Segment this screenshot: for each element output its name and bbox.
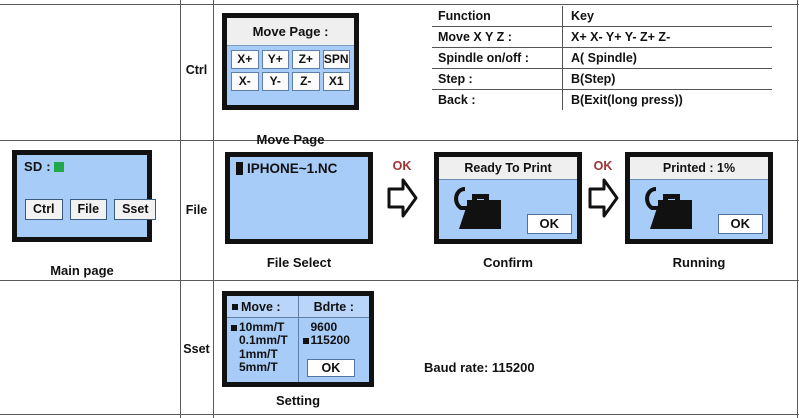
printer-icon [451, 183, 509, 235]
confirm-caption: Confirm [483, 255, 533, 270]
sd-label: SD : [24, 159, 51, 174]
move-key-z-minus[interactable]: Z- [292, 72, 320, 92]
right-arrow-icon [588, 178, 619, 217]
right-arrow-icon [387, 178, 418, 217]
setting-move-option-label: 10mm/T [239, 320, 285, 334]
setting-baud-option-label: 115200 [310, 333, 350, 348]
transition-arrow-1: OK [382, 160, 422, 225]
transition-arrow-2: OK [583, 160, 623, 225]
selection-bullet-icon [302, 338, 309, 345]
table-header-key: Key [562, 6, 772, 27]
key-spindle: A( Spindle) [562, 47, 772, 69]
key-move-xyz: X+ X- Y+ Y- Z+ Z- [562, 26, 772, 48]
key-step: B(Step) [562, 68, 772, 90]
move-key-step-x1[interactable]: X1 [322, 72, 350, 92]
arrow-ok-label-1: OK [392, 159, 412, 173]
move-key-x-plus[interactable]: X+ [231, 50, 259, 70]
sd-present-indicator-icon [53, 161, 64, 172]
table-row: Back : B(Exit(long press)) [432, 89, 772, 110]
move-key-spindle[interactable]: SPN [322, 50, 350, 70]
main-page-cell: SD : Ctrl File Sset Main page [0, 140, 180, 280]
setting-screen: Move : 10mm/T 0.1mm/T 1mm/T 5mm/T [222, 291, 374, 408]
grid-line-col1 [180, 0, 181, 418]
setting-move-header-label: Move : [241, 299, 281, 314]
file-select-screen: IPHONE~1.NC File Select [225, 152, 373, 270]
setting-baud-options: 9600 115200 [299, 318, 370, 348]
setting-move-option-10mm[interactable]: 10mm/T [231, 320, 298, 334]
setting-move-option-5mm[interactable]: 5mm/T [231, 360, 298, 375]
selection-cursor-icon [236, 162, 243, 175]
move-page-header: Move Page : [227, 18, 354, 46]
function-move-xyz: Move X Y Z : [432, 26, 563, 48]
function-step: Step : [432, 68, 563, 90]
setting-baud-option-9600[interactable]: 9600 [303, 320, 370, 334]
setting-columns: Move : 10mm/T 0.1mm/T 1mm/T 5mm/T [227, 296, 369, 382]
arrow-ok-label-2: OK [593, 159, 613, 173]
confirm-ok-button[interactable]: OK [526, 213, 572, 234]
setting-move-option-label: 0.1mm/T [239, 333, 288, 348]
move-key-y-plus[interactable]: Y+ [261, 50, 289, 70]
setting-ok-button[interactable]: OK [306, 358, 356, 377]
setting-caption: Setting [275, 393, 321, 408]
move-key-z-plus[interactable]: Z+ [292, 50, 320, 70]
grid-line-bottom [0, 414, 799, 415]
function-back: Back : [438, 93, 476, 107]
row-label-sset: Sset [183, 342, 210, 356]
main-page-button-sset[interactable]: Sset [114, 199, 157, 221]
table-row: Step : B(Step) [432, 68, 772, 90]
setting-baud-column: Bdrte : 9600 115200 OK [298, 296, 370, 382]
table-row: Move X Y Z : X+ X- Y+ Y- Z+ Z- [432, 26, 772, 48]
setting-move-option-01mm[interactable]: 0.1mm/T [231, 333, 298, 348]
running-screen: Printed : 1% OK Running [625, 152, 773, 270]
grid-line-col2 [213, 0, 214, 418]
move-key-x-minus[interactable]: X- [231, 72, 259, 92]
table-header-row: Function Key [432, 6, 772, 27]
main-page-button-ctrl[interactable]: Ctrl [25, 199, 63, 221]
main-page-screen: SD : Ctrl File Sset Main page [12, 150, 157, 278]
selection-bullet-icon [231, 324, 237, 331]
setting-baud-header: Bdrte : [298, 296, 369, 318]
confirm-header: Ready To Print [439, 157, 577, 180]
setting-move-header: Move : [227, 296, 298, 318]
grid-line-right [797, 0, 798, 418]
row-label-ctrl: Ctrl [185, 63, 208, 77]
move-page-keyrow-1: X+ Y+ Z+ SPN [231, 50, 350, 70]
move-key-y-minus[interactable]: Y- [261, 72, 289, 92]
move-page-screen: Move Page : X+ Y+ Z+ SPN X- Y- Z- X1 Mov… [222, 13, 359, 147]
grid-line-top [0, 4, 799, 5]
function-key-table: Function Key Move X Y Z : X+ X- Y+ Y- Z+… [432, 6, 772, 110]
printer-icon [642, 183, 700, 235]
move-page-caption: Move Page [256, 132, 325, 147]
move-page-keyrow-2: X- Y- Z- X1 [231, 72, 350, 92]
selection-bullet-icon [232, 303, 238, 310]
table-row: Spindle on/off : A( Spindle) [432, 47, 772, 69]
main-page-buttons: Ctrl File Sset [25, 199, 157, 221]
running-ok-button[interactable]: OK [717, 213, 763, 234]
grid-line-row1 [0, 140, 799, 141]
baud-rate-note: Baud rate: 115200 [424, 360, 535, 375]
move-page-keypad: X+ Y+ Z+ SPN X- Y- Z- X1 [227, 46, 354, 95]
file-select-caption: File Select [266, 255, 332, 270]
file-list-item[interactable]: IPHONE~1.NC [236, 161, 337, 176]
file-name-label: IPHONE~1.NC [247, 161, 338, 176]
key-back: B(Exit(long press)) [562, 89, 772, 110]
main-page-caption: Main page [50, 263, 114, 278]
setting-move-column: Move : 10mm/T 0.1mm/T 1mm/T 5mm/T [227, 296, 299, 382]
setting-move-options: 10mm/T 0.1mm/T 1mm/T 5mm/T [227, 318, 298, 375]
function-spindle: Spindle on/off : [432, 47, 563, 69]
sd-status: SD : [24, 159, 64, 174]
grid-line-row2 [0, 280, 799, 281]
setting-move-option-1mm[interactable]: 1mm/T [231, 346, 298, 361]
setting-move-option-label: 5mm/T [239, 360, 278, 375]
row-label-file: File [185, 203, 208, 217]
setting-baud-option-115200[interactable]: 115200 [302, 333, 370, 348]
confirm-screen: Ready To Print OK Confirm [434, 152, 582, 270]
running-header: Printed : 1% [630, 157, 768, 180]
main-page-button-file[interactable]: File [69, 199, 108, 221]
setting-baud-option-label: 9600 [310, 320, 338, 334]
setting-move-option-label: 1mm/T [239, 346, 278, 361]
table-header-function: Function [432, 6, 563, 27]
running-caption: Running [672, 255, 726, 270]
